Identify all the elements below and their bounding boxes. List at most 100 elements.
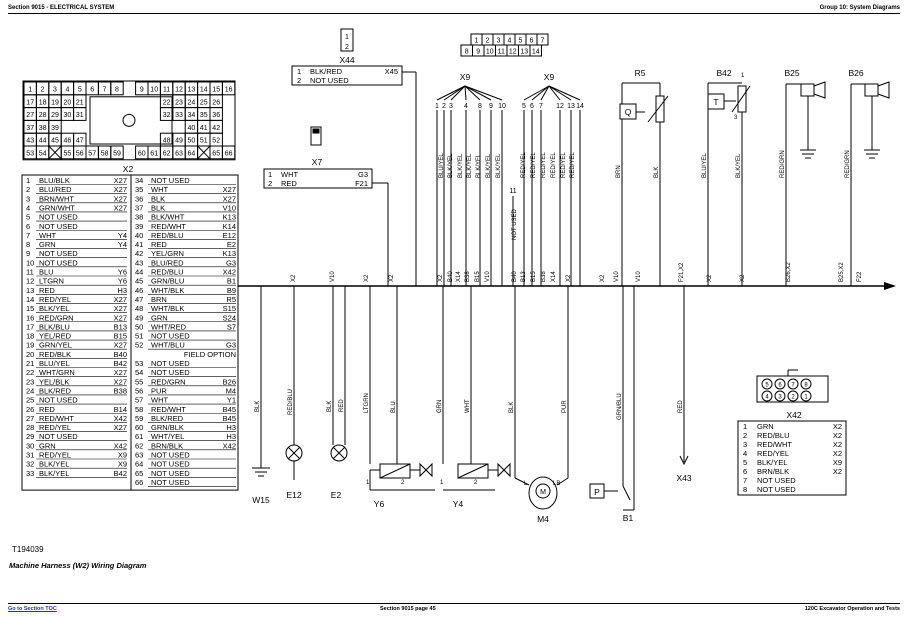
x2-pin-number: 13 [188,87,196,94]
x2-table-pin: 14 [26,295,34,304]
x2-table-wire: GRN [39,441,56,450]
x42-table-dest: X2 [833,422,842,431]
header-divider [8,13,900,14]
x2-table-wire: RED/WHT [151,405,186,414]
x42-cavity [787,390,799,402]
x2-table-wire: WHT/BLK [151,304,184,313]
x2-pin-number: 50 [188,138,196,145]
x42-pin-number: 1 [804,395,808,401]
x2-table-wire: BLU/RED [151,258,184,267]
e2-lamp-icon [330,444,348,462]
x2-table-pin: 36 [135,194,143,203]
x2-table-wire: NOT USED [39,213,78,222]
x7-plug [310,126,322,146]
x9-pin-number: 6 [530,38,534,45]
x42-cavity [774,390,786,402]
x2-table-dest: Y6 [118,268,127,277]
bus-destination-label: F22 [857,271,863,282]
x2-table-wire: YEL/RED [39,332,72,341]
x2-table-wire: WHT [151,396,168,405]
footer-divider [8,603,900,604]
x2-table-wire: WHT/BLU [151,341,185,350]
x2-table-pin: 54 [135,368,143,377]
x42-table-pin: 4 [743,449,747,458]
x44-table-pin: 2 [297,76,301,85]
x2-pin-number: 58 [101,151,109,158]
x2-table-wire: BLK/BLU [39,322,70,331]
footer-page: Section 9015 page 45 [380,606,436,612]
x42-table-wire: NOT USED [757,476,796,485]
x7-label: X7 [312,157,323,167]
w15-wire-color: BLK [255,401,261,412]
x2-table-dest: Y4 [118,240,127,249]
x2-table-dest: X27 [114,176,127,185]
x2-table-wire: WHT/GRN [39,368,75,377]
e2-lamp-icon [332,446,346,460]
x2-table-pin: 2 [26,185,30,194]
x2-table-pin: 47 [135,295,143,304]
go-to-section-toc-link[interactable]: Go to Section TOC [8,606,57,612]
x2-table-pin: 16 [26,313,34,322]
y6-valve-icon [419,462,433,478]
x2-table-dest: X27 [114,313,127,322]
x42-table-wire: GRN [757,422,774,431]
r5-sensor-letter: Q [625,107,632,117]
x2-table-wire: NOT USED [39,432,78,441]
x2-table-dest: B45 [223,405,236,414]
bus-destination-label: B40 [512,271,518,282]
b42-pin3: 3 [734,115,738,121]
x2-table-wire: RED [39,405,55,414]
x2-pin-number: 31 [76,112,84,119]
x2-pin-number: 44 [39,138,47,145]
x43-label: X43 [676,473,691,483]
b42-variable-arrow [731,85,751,113]
y4-pin1: 1 [440,480,444,486]
e2-wire2-color: RED [339,399,345,412]
x2-pin-number: 16 [225,87,233,94]
x2-table-dest: B9 [227,286,236,295]
x2-table-dest: X27 [114,203,127,212]
x2-table-dest: R5 [226,295,236,304]
x42-pin-number: 8 [804,383,808,389]
bus-destination-label: V10 [636,271,642,282]
x9-fan-wire [464,85,492,101]
x9-pin-number: 1 [475,38,479,45]
x2-pin-number: 34 [188,112,196,119]
b42-pin1: 1 [741,73,745,79]
b26-horn-icon [877,81,890,99]
bus-destination-label: B26,X2 [786,262,792,282]
x9-fan-wire [464,85,503,101]
harness-bus-arrow [884,282,896,290]
r5-wire1-color: BRN [616,165,622,178]
x2-table-wire: RED/YEL [39,451,71,460]
x42-table-pin: 6 [743,467,747,476]
bus-destination-label: X14 [456,271,462,282]
x9-left-wire-color: BLK/YEL [496,153,502,178]
x9-left-pin: 10 [498,103,506,110]
x42-pin-number: 2 [791,395,795,401]
x2-table-dest: X42 [223,441,236,450]
x42-label: X42 [786,410,801,420]
x2-pin-number: 48 [163,138,171,145]
x2-table-pin: 32 [26,460,34,469]
x9-fan-wire [548,85,561,101]
x2-pin-number: 42 [212,125,220,132]
x2-table-wire: NOT USED [151,460,190,469]
bus-destination-label: B15 [531,271,537,282]
x2-table-field-option: FIELD OPTION [184,350,236,359]
x9-right-wire-color: RED/YEL [531,152,537,178]
x2-table-wire: BRN [151,295,167,304]
x2-table-pin: 57 [135,396,143,405]
x9-left-pin: 4 [464,103,468,110]
x9-cavity [529,44,542,57]
x2-key-box [89,96,173,145]
x2-table-pin: 12 [26,277,34,286]
x42-table-dest: X2 [833,440,842,449]
x9-left-pin: 8 [478,103,482,110]
footer-link[interactable]: Go to Section TOC [8,606,57,612]
x42-table-wire: NOT USED [757,485,796,494]
x9-fan-wire [450,85,466,101]
x9-pin-number: 4 [508,38,512,45]
x9-pin-number: 2 [486,38,490,45]
